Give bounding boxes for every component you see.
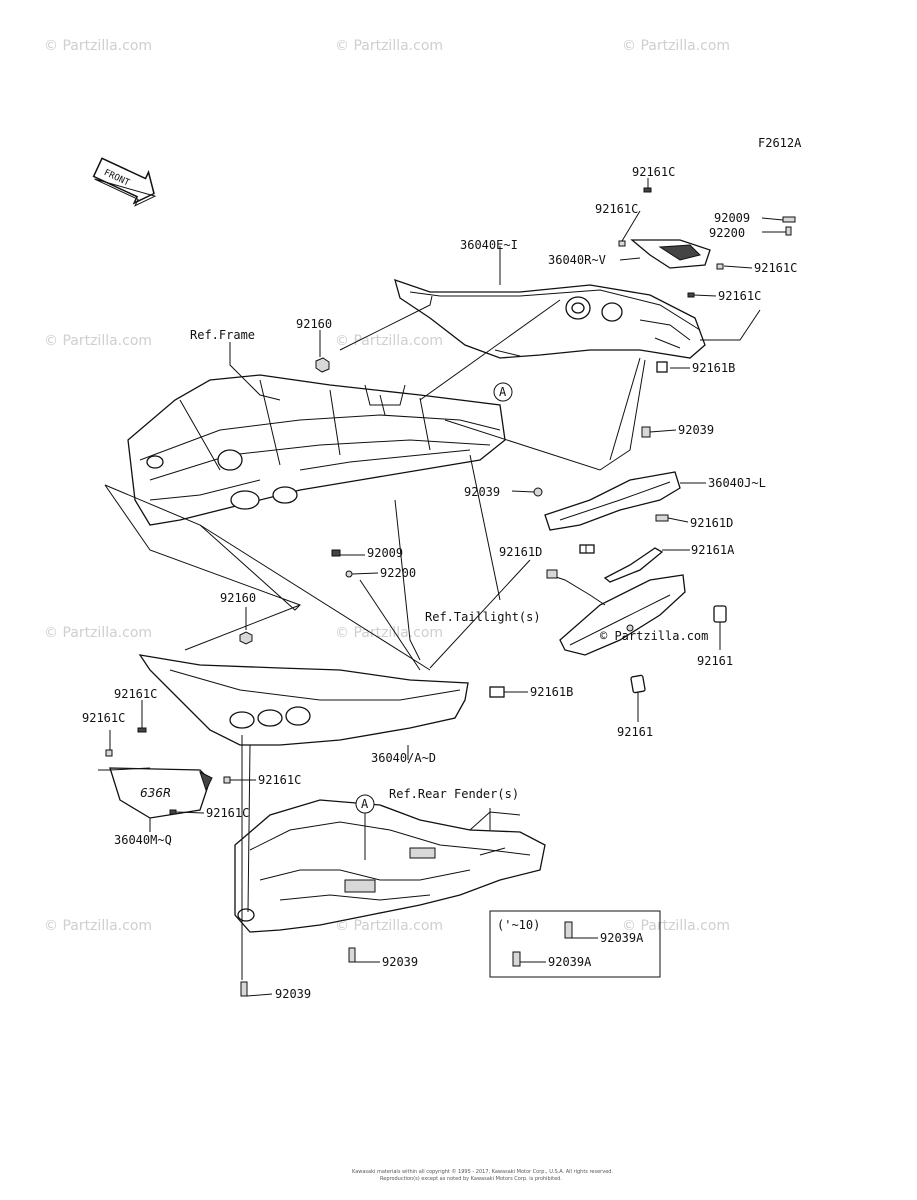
rear-fender-illustration [234, 799, 546, 933]
decal-text: 636R [140, 786, 171, 800]
side-cover-mid [544, 471, 681, 531]
part-label: 92039A [548, 955, 592, 969]
watermark: © Partzilla.com [44, 38, 152, 54]
footer-line2: Reproduction(s) except as noted by Kawas… [380, 1176, 562, 1182]
part-label: 92161C [718, 289, 761, 303]
inset-box: ('~10) [489, 910, 661, 978]
tail-piece-upper [630, 216, 796, 269]
part-label: 92161C [258, 773, 301, 787]
part-label: 36040J~L [708, 476, 766, 490]
watermark: © Partzilla.com [335, 333, 443, 349]
part-label: 92161 [697, 654, 733, 668]
ref-frame-label: Ref.Frame [190, 328, 255, 342]
watermark: © Partzilla.com [44, 625, 152, 641]
front-arrow-icon: FRONT [92, 157, 157, 207]
watermark: © Partzilla.com [622, 38, 730, 54]
part-label: 92039 [678, 423, 714, 437]
watermark: © Partzilla.com [335, 625, 443, 641]
taillight-illustration [546, 547, 727, 694]
part-label: 92161B [692, 361, 735, 375]
watermark: © Partzilla.com [335, 38, 443, 54]
part-label: 92200 [709, 226, 745, 240]
watermark-layer: © Partzilla.com © Partzilla.com © Partzi… [44, 38, 730, 934]
part-label: 92161C [632, 165, 675, 179]
watermark: © Partzilla.com [622, 918, 730, 934]
part-label: 36040/A~D [371, 751, 436, 765]
part-label: 92039A [600, 931, 644, 945]
ref-rear-fender-label: Ref.Rear Fender(s) [389, 787, 519, 801]
part-label: 92160 [220, 591, 256, 605]
callout-a-text: A [361, 797, 369, 811]
callout-a-upper: A [493, 382, 513, 402]
part-label: 92039 [464, 485, 500, 499]
part-label: 92161C [754, 261, 797, 275]
watermark: © Partzilla.com [44, 333, 152, 349]
part-label: 36040M~Q [114, 833, 172, 847]
part-label: 92160 [296, 317, 332, 331]
part-label: 92039 [382, 955, 418, 969]
part-label: 92161C [595, 202, 638, 216]
nut-92160-upper [315, 357, 330, 373]
leader-lines [98, 178, 786, 997]
part-labels: 92161C 92161C 92009 92200 36040E~I 36040… [82, 165, 797, 1001]
part-label: 92200 [380, 566, 416, 580]
part-label: 92009 [367, 546, 403, 560]
footer: Kawasaki materials within all copyright … [352, 1168, 613, 1182]
decal-panel: 636R [109, 767, 213, 819]
footer-line1: Kawasaki materials within all copyright … [352, 1168, 613, 1175]
part-label: 92009 [714, 211, 750, 225]
part-label: 92161C [206, 806, 249, 820]
callout-a-text: A [499, 385, 507, 399]
part-label: 92161C [114, 687, 157, 701]
part-label: 92161B [530, 685, 573, 699]
part-label: 92161D [499, 545, 542, 559]
seat-cowl-upper [394, 278, 706, 359]
ref-taillight-label: Ref.Taillight(s) [425, 610, 541, 624]
side-cover-lower [138, 654, 505, 746]
part-label: 92161C [82, 711, 125, 725]
part-label: 92039 [275, 987, 311, 1001]
part-label: 92161 [617, 725, 653, 739]
inset-note: ('~10) [497, 918, 540, 932]
figure-code: F2612A [758, 136, 802, 150]
part-label: 92161D [690, 516, 733, 530]
watermark: © Partzilla.com [44, 918, 152, 934]
part-label: 36040E~I [460, 238, 518, 252]
watermark-inline: © Partzilla.com [600, 629, 708, 643]
watermark: © Partzilla.com [335, 918, 443, 934]
callout-a-lower: A [355, 794, 375, 814]
frame-illustration [127, 374, 506, 526]
part-label: 92161A [691, 543, 735, 557]
part-label: 36040R~V [548, 253, 606, 267]
